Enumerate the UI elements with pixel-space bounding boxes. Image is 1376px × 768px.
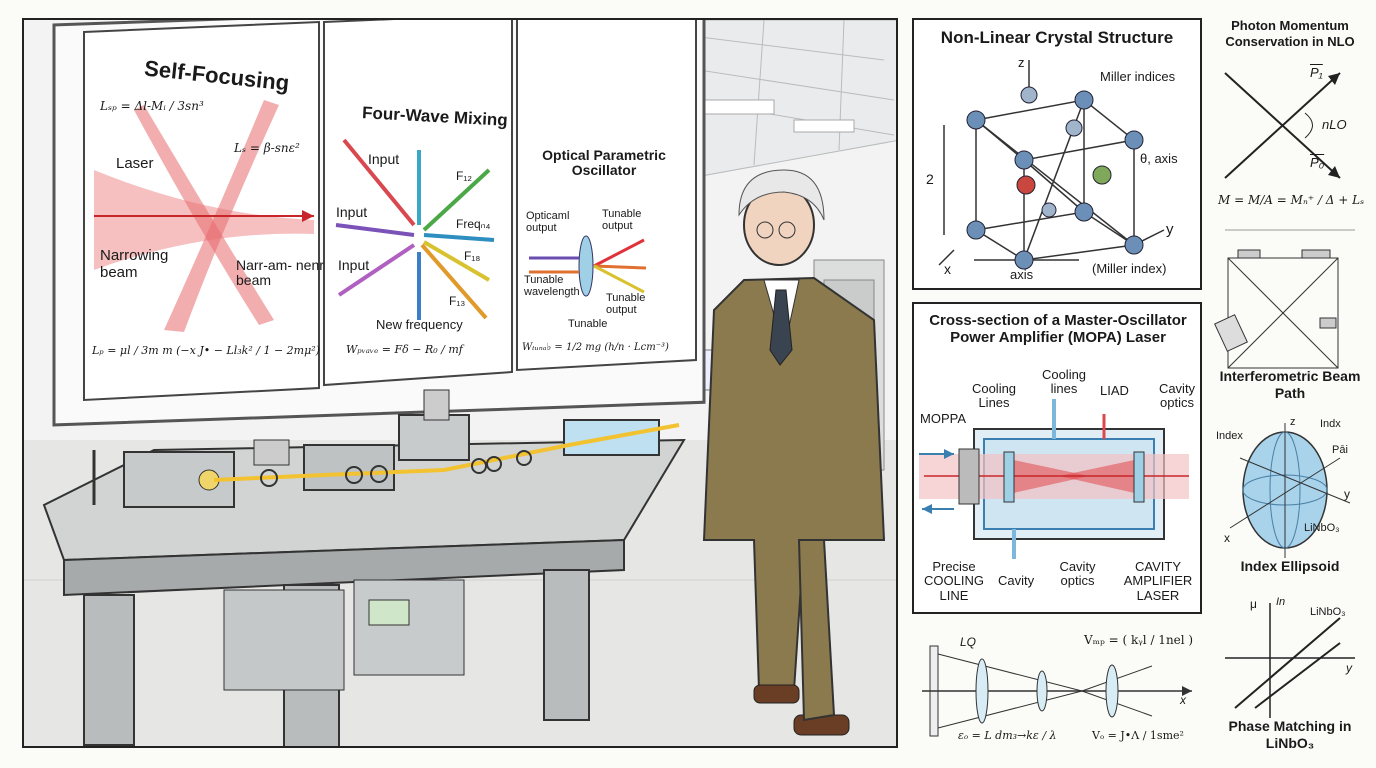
ellipsoid-indx-label: Indx [1320,418,1341,430]
lens-diagram: LQ x Vₘₚ = ( kᵧl / 1nel ) εₒ = L dm₃→kε … [912,626,1202,756]
opo-tunable-output-1: Tunable output [602,208,642,233]
four-wave-freq: Freqₙ₄ [456,217,491,231]
index-ellipsoid-title: Index Ellipsoid [1240,558,1340,574]
narrowing-beam-label: Narrowing beam [100,247,169,281]
self-focusing-eq-bottom: Lₚ = μl / 3m m (−x J• − Ll₃k² / 1 − 2mμ²… [92,344,320,357]
opo-tunable: Tunable [568,318,608,330]
ellipsoid-linbo3-label: LiNbO₃ [1304,522,1340,534]
lens-x-axis: x [1180,693,1186,707]
mopa-cooling-lines-2: Cooling lines [1041,367,1087,397]
phase-in-label: In [1276,596,1286,608]
miller-index-label: (Miller index) [1092,261,1167,276]
opo-title: Optical Parametric Oscillator [542,147,666,179]
self-focusing-beam [94,100,314,332]
lab-scene: Self-Focusing Lₛₚ = Δl-Mᵢ / 3sn³ Lₛ = β-… [22,18,898,748]
four-wave-arrows [335,138,495,320]
phase-mu-label: μ [1250,597,1257,611]
phase-matching-title: Phase Matching in LiNbO₃ [1228,718,1352,751]
mopa-panel: Cross-section of a Master-Oscillator Pow… [912,302,1202,614]
ellipsoid-z-axis: z [1290,416,1296,428]
new-frequency-label: New frequency [376,317,463,332]
photon-p0-label: P₀ [1310,155,1325,170]
laser-label: Laser [116,155,154,172]
crystal-title: Non-Linear Crystal Structure [940,28,1174,47]
mopa-title: Cross-section of a Master-Oscillator Pow… [929,312,1187,347]
right-column: Photon Momentum Conservation in NLO [1210,18,1370,758]
yellow-laser-beam [213,423,680,482]
lens-ray-drawing [922,645,1192,737]
crystal-axis-label: axis [1010,267,1034,282]
four-wave-eq: Wₚᵥₐᵥₑ = Fδ − R₀ / mf [346,343,463,356]
mopa-cavity-optics-top: Cavity optics [1158,381,1196,411]
photon-p1-label: P₁ [1310,65,1323,80]
photon-nlo-label: nLO [1322,117,1347,132]
self-focusing-eq-top: Lₛₚ = Δl-Mᵢ / 3sn³ [100,99,204,113]
crystal-x-axis: x [944,261,951,277]
four-wave-input-3: Input [338,257,370,273]
mopa-cooling-lines-1: Cooling Lines [971,381,1017,411]
ellipsoid-x-axis: x [1224,531,1230,545]
lens-vmp-eq: Vₘₚ = ( kᵧl / 1nel ) [1084,633,1194,647]
lens-eps-eq: εₒ = L dm₃→kε / λ [958,729,1057,742]
mopa-amplifier-label: CAVITY AMPLIFIER LASER [1123,559,1193,603]
ellipsoid-y-axis: y [1344,487,1350,501]
crystal-panel: Non-Linear Crystal Structure [912,18,1202,290]
mopa-cavity-optics-bottom: Cavity optics [1059,559,1096,589]
crystal-lattice-drawing [938,60,1165,270]
opo-tunable-output-2: Tunable output [606,292,646,317]
photon-m-eq: M = M/A = Mₙ⁺ / Δ + Lₛ [1218,193,1365,207]
lens-lq-label: LQ [960,635,977,649]
lens-vo-eq: Vₒ = J•Λ / 1sme² [1092,729,1184,742]
four-wave-f12: F₁₂ [456,169,473,183]
interferometric-title: Interferometric Beam Path [1219,368,1361,401]
photon-momentum-title: Photon Momentum Conservation in NLO [1225,18,1355,49]
opo-tunable-wavelength: Tunable wavelength [524,274,580,299]
mopa-precise-cooling-line: Precise COOLING LINE [924,559,984,603]
four-wave-input-2: Input [336,204,368,220]
mopa-liad-label: LIAD [1100,383,1129,398]
opo-eq: Wₜᵤₙₐ♭ = 1/2 mg (h/n · Lcm⁻³) [522,342,669,353]
mopa-cross-section-drawing [919,399,1189,559]
ellipsoid-index-label: Index [1216,430,1243,442]
narr-beam-right-label: Narr-am- nenr beam [236,257,324,289]
opo-beams [529,238,647,294]
opo-optical-output: Opticaml output [526,210,570,235]
lab-scene-drawing [24,20,896,746]
phase-linbo3-label: LiNbO₃ [1310,606,1346,618]
ellipsoid-pai-label: Pāi [1332,444,1348,456]
four-wave-f13: F₁₃ [449,294,466,308]
four-wave-input-1: Input [368,151,400,167]
right-column-drawings [1214,72,1355,718]
professor-figure [702,169,886,736]
mopa-cavity-label: Cavity [998,573,1035,588]
miller-indices-label: Miller indices [1100,69,1176,84]
mopa-moppa-label: MOPPA [920,411,966,426]
crystal-y-axis: y [1166,221,1174,238]
opo-lens [578,235,594,297]
crystal-dimension-2: 2 [926,171,934,187]
theta-axis-label: θ, axis [1140,151,1178,166]
self-focusing-eq-right: Lₛ = β-snε² [234,141,300,155]
crystal-z-axis: z [1018,55,1025,70]
phase-y-axis: y [1346,661,1352,675]
four-wave-f18: F₁₈ [464,249,481,263]
